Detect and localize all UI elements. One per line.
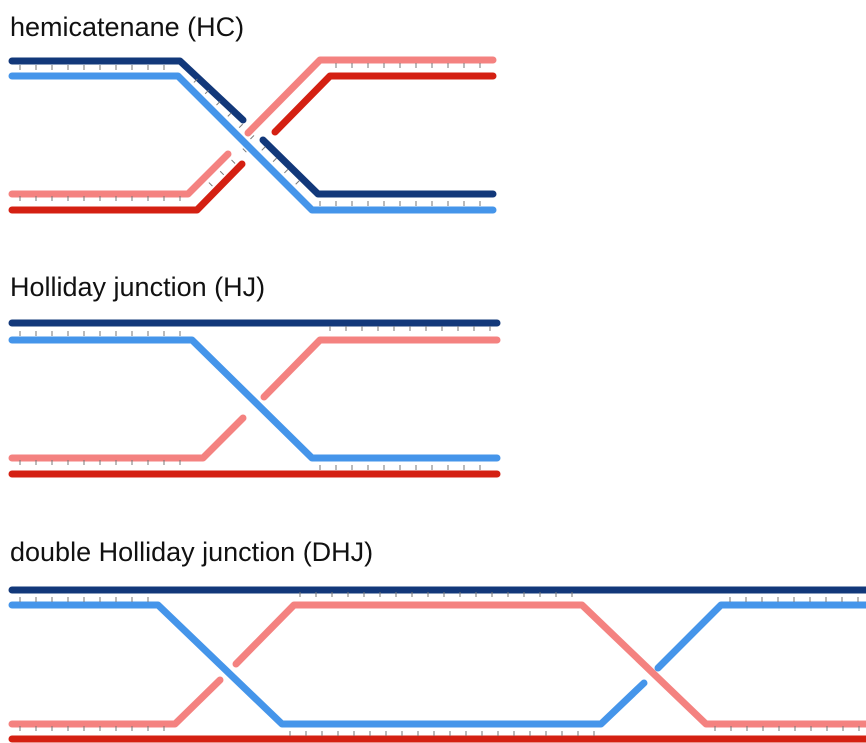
base-pair-tick xyxy=(238,123,244,129)
holliday-junction-diagram: Holliday junction (HJ) xyxy=(0,262,866,492)
hj-base-pair-ticks xyxy=(19,326,491,470)
holliday-junction-title: Holliday junction (HJ) xyxy=(10,272,266,302)
dhj-light-blue-strand xyxy=(8,601,866,728)
base-pair-tick xyxy=(272,157,277,162)
base-pair-tick xyxy=(193,78,198,83)
hj-light-blue-strand xyxy=(8,336,501,462)
base-pair-tick xyxy=(261,146,266,151)
base-pair-tick xyxy=(208,182,213,187)
hc-dark-blue-strand xyxy=(8,57,497,198)
base-pair-tick xyxy=(231,159,236,164)
hj-light-red-strand xyxy=(8,336,501,462)
base-pair-tick xyxy=(204,89,210,95)
base-pair-tick xyxy=(242,148,247,153)
double-holliday-junction-diagram: double Holliday junction (DHJ) xyxy=(0,525,866,743)
base-pair-tick xyxy=(219,170,225,176)
base-pair-tick xyxy=(295,180,300,185)
holliday-junction-strands xyxy=(8,319,501,478)
base-pair-tick xyxy=(216,101,221,106)
double-holliday-junction-strands xyxy=(8,586,866,743)
dhj-base-pair-ticks xyxy=(19,592,860,736)
hc-base-pair-ticks xyxy=(19,63,481,206)
base-pair-tick xyxy=(284,169,289,174)
dhj-light-red-strand xyxy=(8,601,866,728)
hc-light-blue-strand xyxy=(8,72,497,214)
base-pair-tick xyxy=(250,135,255,140)
hemicatenane-strands xyxy=(8,56,497,214)
base-pair-tick xyxy=(227,112,232,117)
hemicatenane-diagram: hemicatenane (HC) xyxy=(0,0,866,235)
double-holliday-junction-title: double Holliday junction (DHJ) xyxy=(10,537,374,567)
hc-dark-red-strand xyxy=(8,72,497,214)
hemicatenane-title: hemicatenane (HC) xyxy=(10,12,245,42)
hc-light-red-strand xyxy=(8,56,497,198)
